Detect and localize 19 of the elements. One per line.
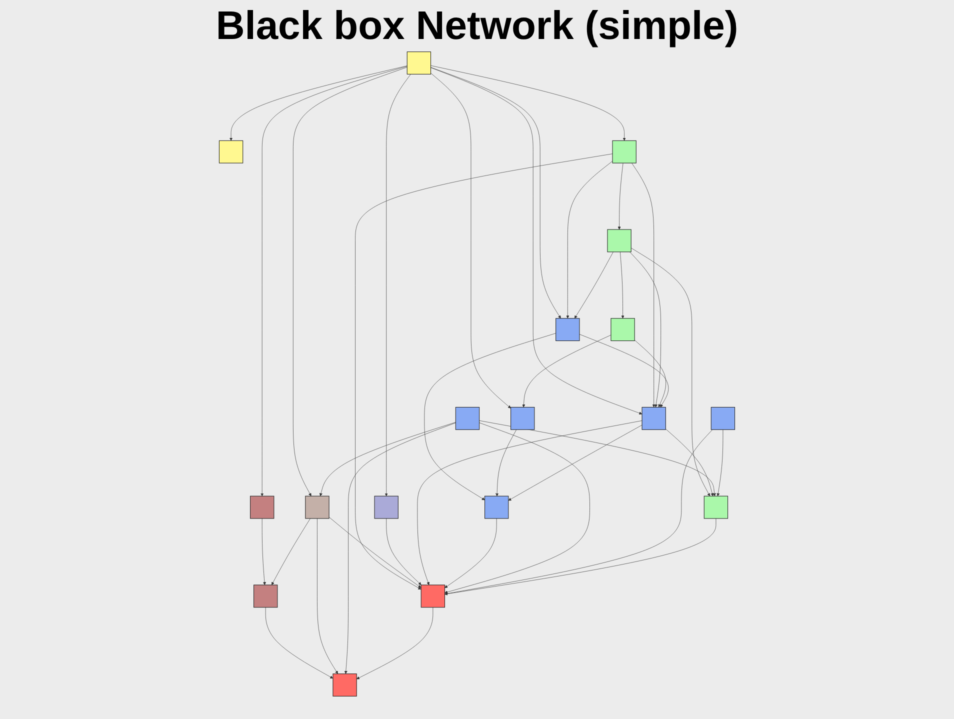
node-box — [406, 52, 432, 74]
node-box — [710, 406, 736, 430]
node-box — [484, 496, 509, 519]
node-box — [610, 318, 635, 342]
node-box — [704, 496, 728, 519]
node-box — [332, 674, 357, 696]
node-box — [254, 584, 278, 608]
node-box — [305, 496, 330, 519]
node-box — [556, 318, 580, 342]
node-box — [455, 406, 480, 430]
node-box — [374, 496, 398, 519]
node-box — [642, 406, 666, 430]
node-box — [250, 496, 274, 519]
node-box — [218, 140, 244, 164]
node-box — [612, 140, 636, 164]
title: Black box Network (simple) — [214, 4, 740, 49]
node-box — [607, 229, 632, 252]
node-box — [420, 584, 445, 608]
node-box — [510, 406, 535, 430]
